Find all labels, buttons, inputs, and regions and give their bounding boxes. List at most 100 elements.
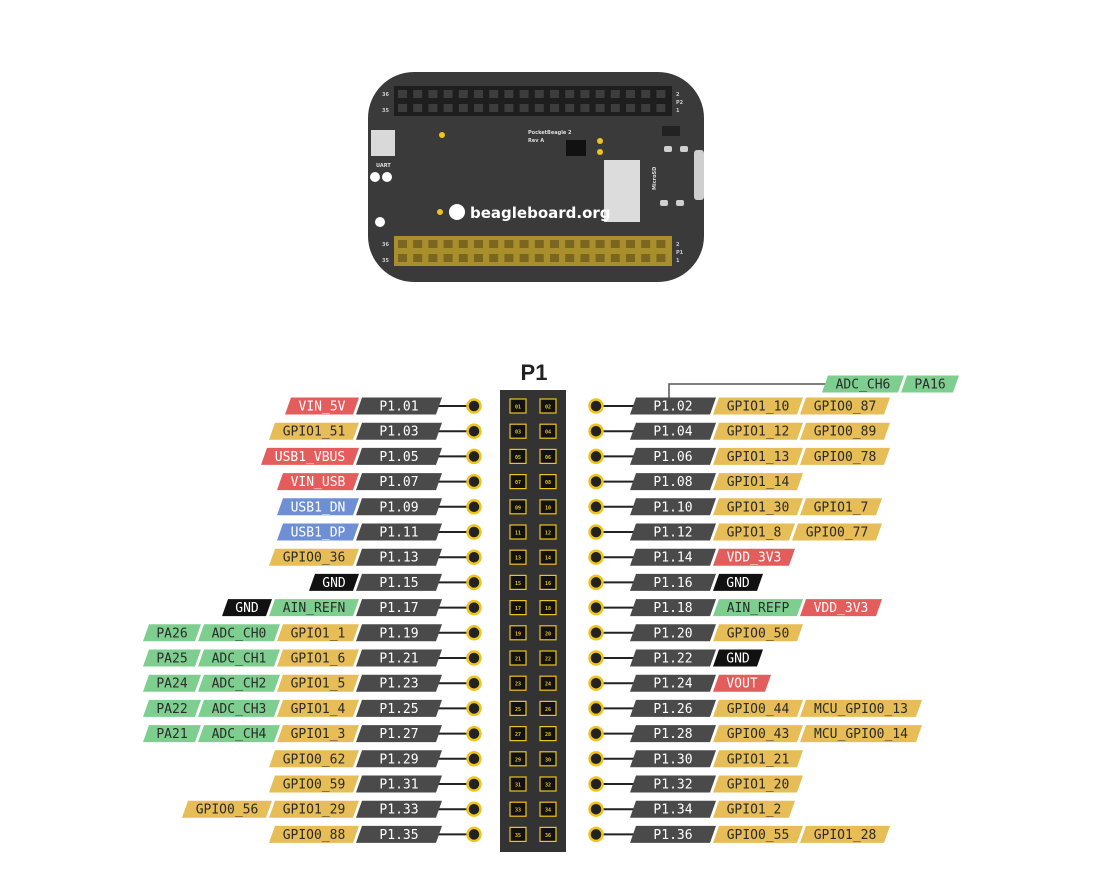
pin-label-p1-26-text: P1.26 bbox=[653, 702, 692, 717]
p1-pin-hole bbox=[413, 240, 423, 248]
function-label-gpio0-56: GPIO0_56 bbox=[182, 800, 272, 818]
pin-label-p1-12: P1.12 bbox=[630, 523, 716, 541]
pin-label-p1-17: P1.17 bbox=[356, 599, 442, 617]
pin-label-p1-02: P1.02 bbox=[630, 397, 716, 415]
p1-pin-2-label: 2 bbox=[676, 242, 680, 248]
pin-label-p1-21-text: P1.21 bbox=[379, 652, 418, 667]
pin-label-p1-32: P1.32 bbox=[630, 775, 716, 793]
function-label-vin-usb-text: VIN_USB bbox=[291, 475, 346, 490]
pin-label-p1-36-bg bbox=[630, 825, 716, 843]
pin-dot-p1-34 bbox=[588, 801, 604, 817]
function-label-gpio1-30-text: GPIO1_30 bbox=[727, 500, 790, 515]
header-pin-number-03: 03 bbox=[515, 430, 521, 436]
pin-dot-p1-03 bbox=[466, 423, 482, 439]
p2-pin-hole bbox=[474, 104, 483, 112]
function-label-adc-ch4: ADC_CH4 bbox=[198, 725, 280, 743]
uart-label: UART bbox=[376, 163, 391, 169]
function-label-mcu-gpio0-14-text: MCU_GPIO0_14 bbox=[814, 727, 908, 742]
p2-pin-hole bbox=[428, 90, 438, 98]
function-label-adc-ch0: ADC_CH0 bbox=[198, 624, 280, 642]
function-label-gpio0-87: GPIO0_87 bbox=[800, 397, 890, 415]
function-label-gpio0-55-text: GPIO0_55 bbox=[727, 828, 790, 843]
uart-connector bbox=[371, 130, 395, 156]
pin-label-p1-22: P1.22 bbox=[630, 649, 716, 667]
function-label-gpio1-28-bg bbox=[800, 825, 890, 843]
function-label-ain-refp-bg bbox=[713, 599, 803, 617]
header-pin-number-27: 27 bbox=[515, 732, 521, 738]
function-label-gpio1-3: GPIO1_3 bbox=[277, 725, 359, 743]
function-label-vout-text: VOUT bbox=[726, 677, 757, 692]
pin-label-p1-16: P1.16 bbox=[630, 573, 716, 591]
p2-pin-35-label: 35 bbox=[382, 108, 389, 114]
function-label-gnd-text: GND bbox=[726, 576, 750, 591]
p1-header-body bbox=[500, 390, 566, 852]
header-pin-17 bbox=[509, 599, 527, 616]
pin-label-p1-24-text: P1.24 bbox=[653, 677, 692, 692]
function-label-vin-usb: VIN_USB bbox=[277, 473, 359, 491]
header-pin-32 bbox=[539, 776, 557, 792]
pin-label-p1-35-text: P1.35 bbox=[379, 828, 418, 843]
header-pin-21 bbox=[509, 650, 527, 666]
pin-label-p1-09: P1.09 bbox=[356, 498, 442, 516]
function-label-gpio1-13-text: GPIO1_13 bbox=[727, 450, 790, 465]
function-label-gpio0-59: GPIO0_59 bbox=[269, 775, 359, 793]
microsd-slot bbox=[604, 160, 640, 222]
function-label-usb1-vbus-bg bbox=[261, 447, 359, 465]
pin-label-p1-29-bg bbox=[356, 750, 442, 768]
function-label-gpio1-14-bg bbox=[713, 473, 803, 491]
pin-label-p1-31: P1.31 bbox=[356, 775, 442, 793]
p1-header bbox=[394, 236, 672, 266]
p2-pin-hole bbox=[534, 104, 544, 112]
pin-label-p1-29: P1.29 bbox=[356, 750, 442, 768]
pin-label-p1-19-text: P1.19 bbox=[379, 626, 418, 641]
pin-dot-p1-35 bbox=[466, 826, 482, 843]
function-label-vdd-3v3-text: VDD_3V3 bbox=[814, 601, 869, 616]
p1-pin-hole bbox=[519, 240, 529, 248]
p1-pin-hole bbox=[565, 240, 575, 248]
pin-label-p1-16-text: P1.16 bbox=[653, 576, 692, 591]
p2-pin-hole bbox=[656, 104, 666, 112]
pin-label-p1-09-bg bbox=[356, 498, 442, 516]
header-pin-number-01: 01 bbox=[515, 405, 521, 411]
function-label-gpio1-2-text: GPIO1_2 bbox=[727, 803, 782, 818]
pin-label-p1-25-bg bbox=[356, 699, 442, 717]
header-pin-29 bbox=[509, 751, 527, 767]
pin-label-p1-10: P1.10 bbox=[630, 498, 716, 516]
function-label-adc-ch1-bg bbox=[198, 649, 280, 667]
function-label-mcu-gpio0-13: MCU_GPIO0_13 bbox=[800, 699, 922, 717]
header-pin-number-15: 15 bbox=[515, 581, 521, 587]
function-label-gpio1-7: GPIO1_7 bbox=[800, 498, 882, 516]
function-label-gpio0-89-bg bbox=[800, 422, 890, 440]
header-pin-number-19: 19 bbox=[515, 631, 521, 637]
pin-label-p1-12-text: P1.12 bbox=[653, 526, 692, 541]
function-label-gpio0-89-text: GPIO0_89 bbox=[814, 425, 877, 440]
header-pin-24 bbox=[539, 675, 557, 691]
function-label-adc-ch6-text: ADC_CH6 bbox=[836, 378, 891, 393]
header-pin-number-22: 22 bbox=[545, 657, 551, 663]
function-label-gnd: GND bbox=[713, 573, 763, 591]
pin-label-p1-23-text: P1.23 bbox=[379, 677, 418, 692]
header-pin-02 bbox=[539, 398, 557, 414]
pin-label-p1-28-text: P1.28 bbox=[653, 727, 692, 742]
p1-header-label: P1 bbox=[676, 250, 684, 256]
header-pin-04 bbox=[539, 423, 557, 439]
header-pin-number-31: 31 bbox=[515, 783, 521, 789]
board-mount-hole bbox=[375, 217, 385, 227]
pin-dot-p1-32 bbox=[588, 776, 604, 792]
p2-pin-hole bbox=[580, 90, 590, 98]
pin-label-p1-33-bg bbox=[356, 800, 442, 818]
microsd-label: MicroSD bbox=[652, 167, 658, 190]
board-component-4 bbox=[676, 200, 684, 206]
function-label-gpio0-88-text: GPIO0_88 bbox=[283, 828, 346, 843]
pin-label-p1-32-bg bbox=[630, 775, 716, 793]
header-pin-number-30: 30 bbox=[545, 757, 551, 763]
function-label-gpio0-77-bg bbox=[792, 523, 882, 541]
p2-pin-2-label: 2 bbox=[676, 92, 680, 98]
header-pin-35 bbox=[509, 826, 527, 843]
p2-pin-hole bbox=[610, 104, 620, 112]
header-pin-number-16: 16 bbox=[545, 581, 551, 587]
pin-label-p1-11: P1.11 bbox=[356, 523, 442, 541]
function-label-pa22-bg bbox=[143, 699, 201, 717]
function-label-gpio0-50-text: GPIO0_50 bbox=[727, 626, 790, 641]
function-label-gpio1-8: GPIO1_8 bbox=[713, 523, 795, 541]
